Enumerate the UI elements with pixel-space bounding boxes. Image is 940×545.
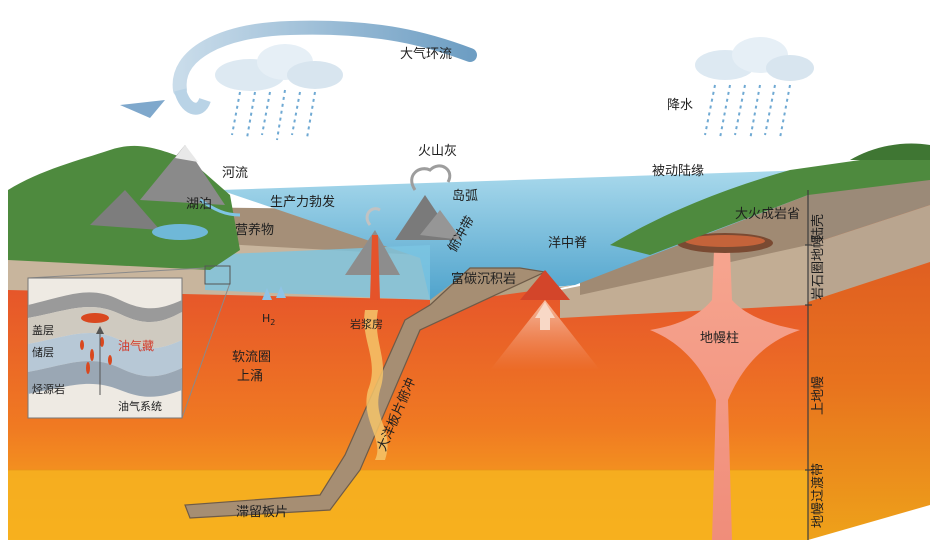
river-channel [199, 198, 241, 217]
inset-source-box [204, 265, 231, 285]
label-river: 河流 [222, 166, 248, 181]
ocean-surface [220, 170, 810, 300]
label-atmospheric-circulation: 大气环流 [400, 46, 452, 62]
hydrogen-arrows [262, 286, 286, 300]
rain-left [231, 89, 316, 141]
label-nutrients: 营养物 [235, 222, 274, 238]
subducting-slab [184, 267, 548, 519]
snow-cap [175, 145, 198, 162]
right-continent-vegetation [610, 150, 930, 255]
side-label-upper-mantle: 上地幔 [811, 376, 826, 415]
label-upwelling: 上涌 [237, 369, 263, 384]
magma-conduit [370, 235, 380, 300]
cloud-left [215, 44, 343, 91]
island-arc-peak [420, 210, 462, 240]
label-productivity: 生产力勃发 [270, 194, 335, 210]
cloud-right [695, 37, 814, 81]
side-lith-mantle [808, 205, 930, 302]
side-layer-ticks [805, 190, 812, 540]
atmospheric-circulation-band [172, 20, 477, 97]
inset-label-cap-rock: 盖层 [32, 323, 54, 337]
lake-water [152, 224, 208, 240]
label-hydrogen: H2 [262, 312, 275, 327]
inset-lead-line-top [27, 267, 206, 279]
right-hills [850, 143, 930, 160]
inset-label-oil-gas-reservoir: 油气藏 [118, 338, 154, 353]
label-stagnant-slab: 滞留板片 [236, 505, 288, 520]
atmo-curl [174, 88, 211, 115]
label-mid-ocean-ridge: 洋中脊 [548, 236, 587, 251]
inset-label-petroleum-system: 油气系统 [118, 399, 162, 413]
lip-melt [685, 235, 765, 247]
label-island-arc: 岛弧 [452, 188, 478, 204]
label-asthenosphere: 软流圈 [232, 350, 271, 365]
mantle-plume [650, 250, 800, 540]
side-label-continental-crust: 陆壳 [810, 214, 826, 240]
oil-gas-inset [27, 277, 183, 419]
label-lake: 湖泊 [186, 197, 212, 212]
magma-ascent [364, 310, 388, 460]
inset-label-reservoir: 储层 [32, 345, 54, 359]
rain-right [704, 84, 791, 141]
ash-plume [410, 164, 452, 191]
label-carbonate-sediment: 富碳沉积岩 [451, 271, 516, 287]
ridge-crest [520, 270, 570, 300]
label-volcanic-ash: 火山灰 [418, 144, 457, 159]
label-mantle-plume: 地幔柱 [700, 331, 739, 346]
lithosphere-right [560, 240, 808, 318]
label-passive-margin: 被动陆缘 [652, 163, 704, 179]
upwelling-arrow [535, 302, 555, 330]
left-mountain-small [90, 190, 160, 230]
transition-zone-front [8, 470, 808, 540]
side-label-lithospheric-mantle: 岩石圈地幔 [811, 235, 826, 300]
left-mountain [140, 145, 225, 205]
atmo-arrow-left [120, 100, 165, 118]
ash-plume-small [365, 207, 381, 226]
side-label-transition-zone: 地幔过渡带 [810, 463, 826, 528]
inset-lead-line-bottom [181, 282, 231, 419]
label-magma-chamber: 岩浆房 [350, 317, 383, 331]
label-large-igneous-province: 大火成岩省 [735, 207, 800, 222]
ridge-upwelling [490, 300, 600, 370]
label-precipitation: 降水 [667, 98, 693, 113]
inset-label-source-rock: 烃源岩 [32, 382, 65, 396]
